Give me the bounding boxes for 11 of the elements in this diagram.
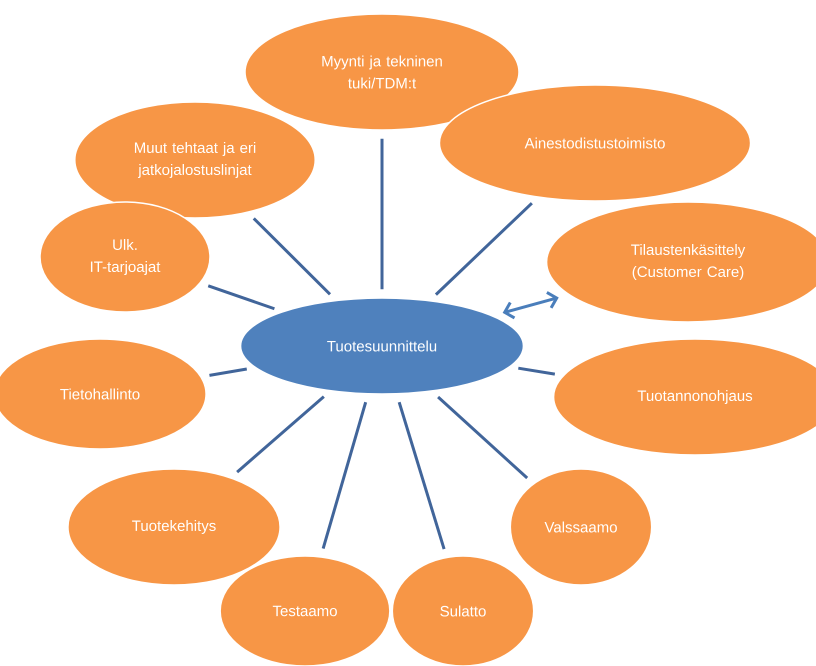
connector-line (322, 402, 368, 549)
connector-line (209, 368, 248, 377)
connector-line (236, 395, 325, 474)
connector-line (208, 284, 275, 310)
connector-line (437, 396, 528, 480)
connector-line (518, 366, 556, 376)
double-arrow (502, 291, 559, 320)
connector-line (252, 217, 332, 296)
connector-line (380, 138, 384, 290)
connector-line (398, 402, 446, 550)
connector-line (434, 202, 533, 296)
